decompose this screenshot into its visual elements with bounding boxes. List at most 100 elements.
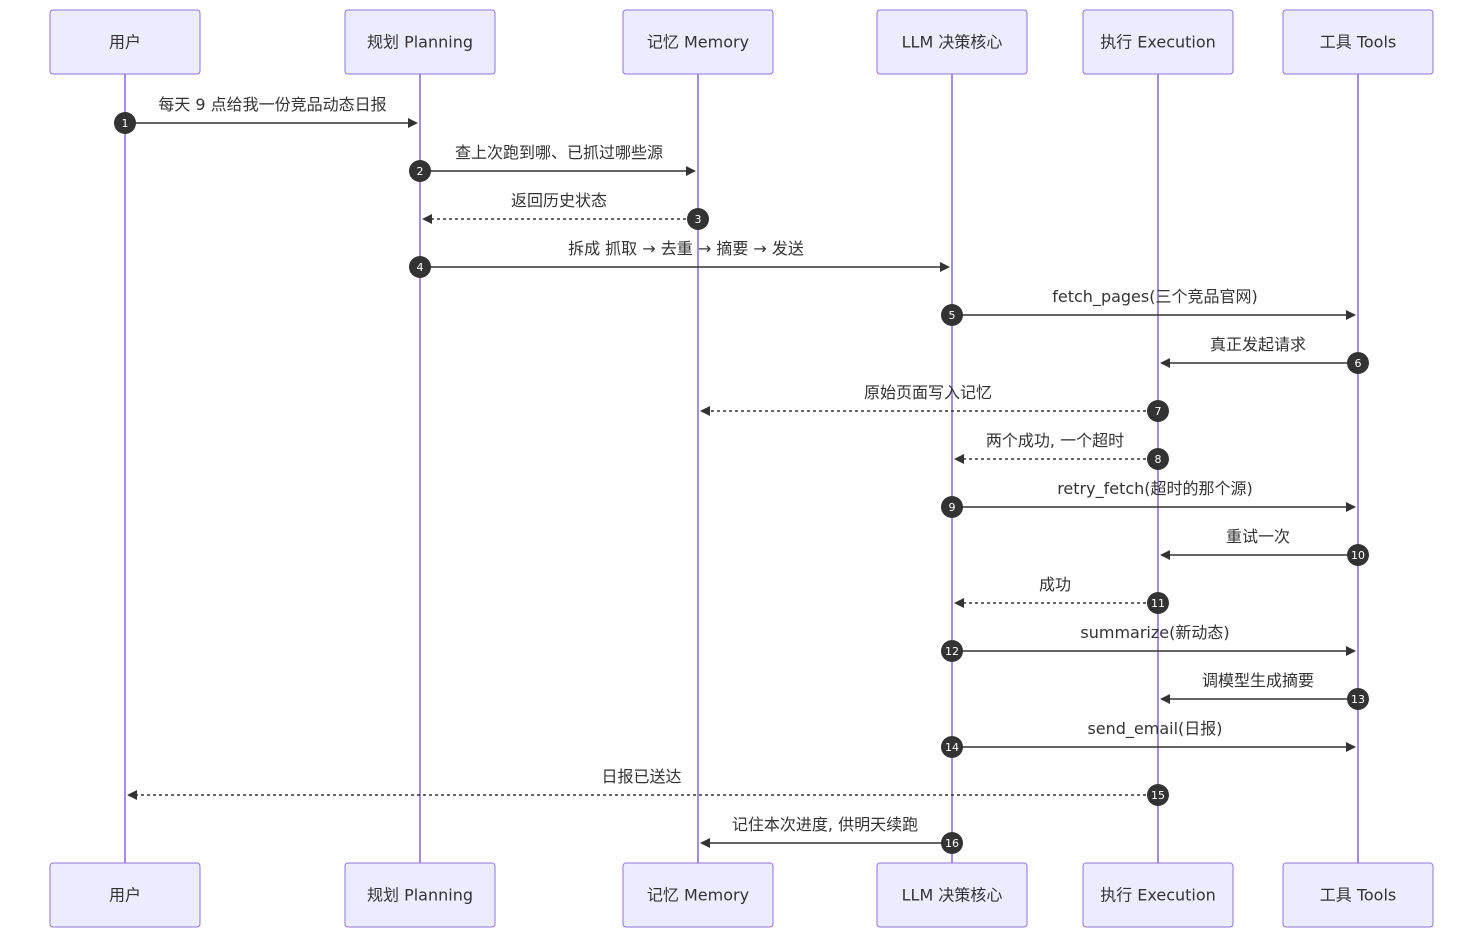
sequence-number: 8 (1155, 453, 1162, 466)
sequence-badge (114, 112, 136, 134)
arrowhead-icon (940, 262, 950, 272)
message-label: 调模型生成摘要 (1202, 671, 1314, 690)
actor-box (49, 9, 201, 75)
sequence-badge (409, 160, 431, 182)
actor-label: 记忆 Memory (647, 886, 749, 905)
actor-label: 规划 Planning (367, 886, 473, 905)
arrowhead-icon (1346, 502, 1356, 512)
actor-box (876, 9, 1028, 75)
message-14: send_email(日报) 14 (941, 719, 1356, 758)
arrowhead-icon (408, 118, 418, 128)
actor-label: 用户 (109, 33, 141, 52)
actor-execution-bottom: 执行 Execution (1082, 862, 1234, 928)
message-label: 查上次跑到哪、已抓过哪些源 (455, 143, 663, 162)
actor-box (1082, 862, 1234, 928)
message-label: send_email(日报) (1087, 719, 1222, 739)
sequence-badge (1147, 592, 1169, 614)
message-3: 返回历史状态 3 (422, 191, 709, 230)
actor-planning-bottom: 规划 Planning (344, 862, 496, 928)
actor-box (1082, 9, 1234, 75)
sequence-badge (1147, 448, 1169, 470)
actor-box (344, 9, 496, 75)
actor-box (49, 862, 201, 928)
actor-memory-top: 记忆 Memory (622, 9, 774, 75)
sequence-number: 14 (945, 741, 959, 754)
message-label: 返回历史状态 (511, 191, 607, 210)
actor-label: 执行 Execution (1100, 886, 1216, 905)
lifelines (124, 74, 1359, 863)
arrowhead-icon (700, 406, 710, 416)
message-15: 日报已送达 15 (127, 767, 1169, 806)
actor-label: 记忆 Memory (647, 33, 749, 52)
sequence-badge (941, 496, 963, 518)
sequence-badge (409, 256, 431, 278)
arrowhead-icon (954, 454, 964, 464)
message-label: 成功 (1039, 575, 1071, 594)
actor-label: 规划 Planning (367, 33, 473, 52)
actor-memory-bottom: 记忆 Memory (622, 862, 774, 928)
arrowhead-icon (1346, 310, 1356, 320)
actor-label: LLM 决策核心 (902, 33, 1003, 52)
actor-label: 工具 Tools (1320, 886, 1397, 905)
actor-box (344, 862, 496, 928)
actor-tools-bottom: 工具 Tools (1282, 862, 1434, 928)
sequence-badge (941, 304, 963, 326)
sequence-badge (941, 736, 963, 758)
arrowhead-icon (1346, 646, 1356, 656)
sequence-badge (1347, 352, 1369, 374)
actor-label: LLM 决策核心 (902, 886, 1003, 905)
actor-label: 执行 Execution (1100, 33, 1216, 52)
sequence-number: 6 (1355, 357, 1362, 370)
sequence-badge (1147, 784, 1169, 806)
sequence-number: 10 (1351, 549, 1365, 562)
arrowhead-icon (1160, 550, 1170, 560)
sequence-number: 1 (122, 117, 129, 130)
actor-label: 用户 (109, 886, 141, 905)
actor-user-top: 用户 (49, 9, 201, 75)
actor-box (1282, 9, 1434, 75)
sequence-number: 15 (1151, 789, 1165, 802)
sequence-badge (941, 832, 963, 854)
arrowhead-icon (954, 598, 964, 608)
sequence-number: 16 (945, 837, 959, 850)
actor-planning-top: 规划 Planning (344, 9, 496, 75)
message-label: 两个成功, 一个超时 (986, 431, 1124, 450)
sequence-badge (1147, 400, 1169, 422)
message-label: retry_fetch(超时的那个源) (1057, 479, 1253, 499)
message-4: 拆成 抓取 → 去重 → 摘要 → 发送4 (409, 239, 950, 278)
actor-user-bottom: 用户 (49, 862, 201, 928)
sequence-badge (941, 640, 963, 662)
actors-top: 用户 规划 Planning 记忆 Memory LLM 决策核心 执行 Executi… (49, 9, 1434, 75)
sequence-number: 12 (945, 645, 959, 658)
message-label: 真正发起请求 (1210, 335, 1306, 354)
sequence-number: 9 (949, 501, 956, 514)
messages: 每天 9 点给我一份竞品动态日报 1 查上次跑到哪、已抓过哪些源 2 返回历史状态 3 拆成… (114, 95, 1369, 854)
message-16: 记住本次进度, 供明天续跑 16 (700, 815, 963, 854)
sequence-number: 3 (695, 213, 702, 226)
sequence-number: 2 (417, 165, 424, 178)
actor-box (1282, 862, 1434, 928)
arrowhead-icon (1160, 694, 1170, 704)
actor-box (876, 862, 1028, 928)
arrowhead-icon (422, 214, 432, 224)
sequence-number: 5 (949, 309, 956, 322)
message-2: 查上次跑到哪、已抓过哪些源 2 (409, 143, 696, 182)
message-label: summarize(新动态) (1080, 623, 1229, 642)
message-13: 调模型生成摘要 13 (1160, 671, 1369, 710)
actor-execution-top: 执行 Execution (1082, 9, 1234, 75)
sequence-number: 4 (417, 261, 424, 274)
actor-box (622, 862, 774, 928)
sequence-badge (1347, 688, 1369, 710)
message-6: 真正发起请求 6 (1160, 335, 1369, 374)
message-label: 记住本次进度, 供明天续跑 (732, 815, 918, 834)
message-label: 每天 9 点给我一份竞品动态日报 (158, 95, 386, 114)
message-8: 两个成功, 一个超时 8 (954, 431, 1169, 470)
message-label: 重试一次 (1226, 527, 1290, 546)
message-label: 原始页面写入记忆 (864, 383, 992, 402)
sequence-number: 13 (1351, 693, 1365, 706)
message-label: 日报已送达 (601, 767, 681, 786)
message-5: fetch_pages(三个竞品官网)5 (941, 287, 1356, 326)
actor-box (622, 9, 774, 75)
